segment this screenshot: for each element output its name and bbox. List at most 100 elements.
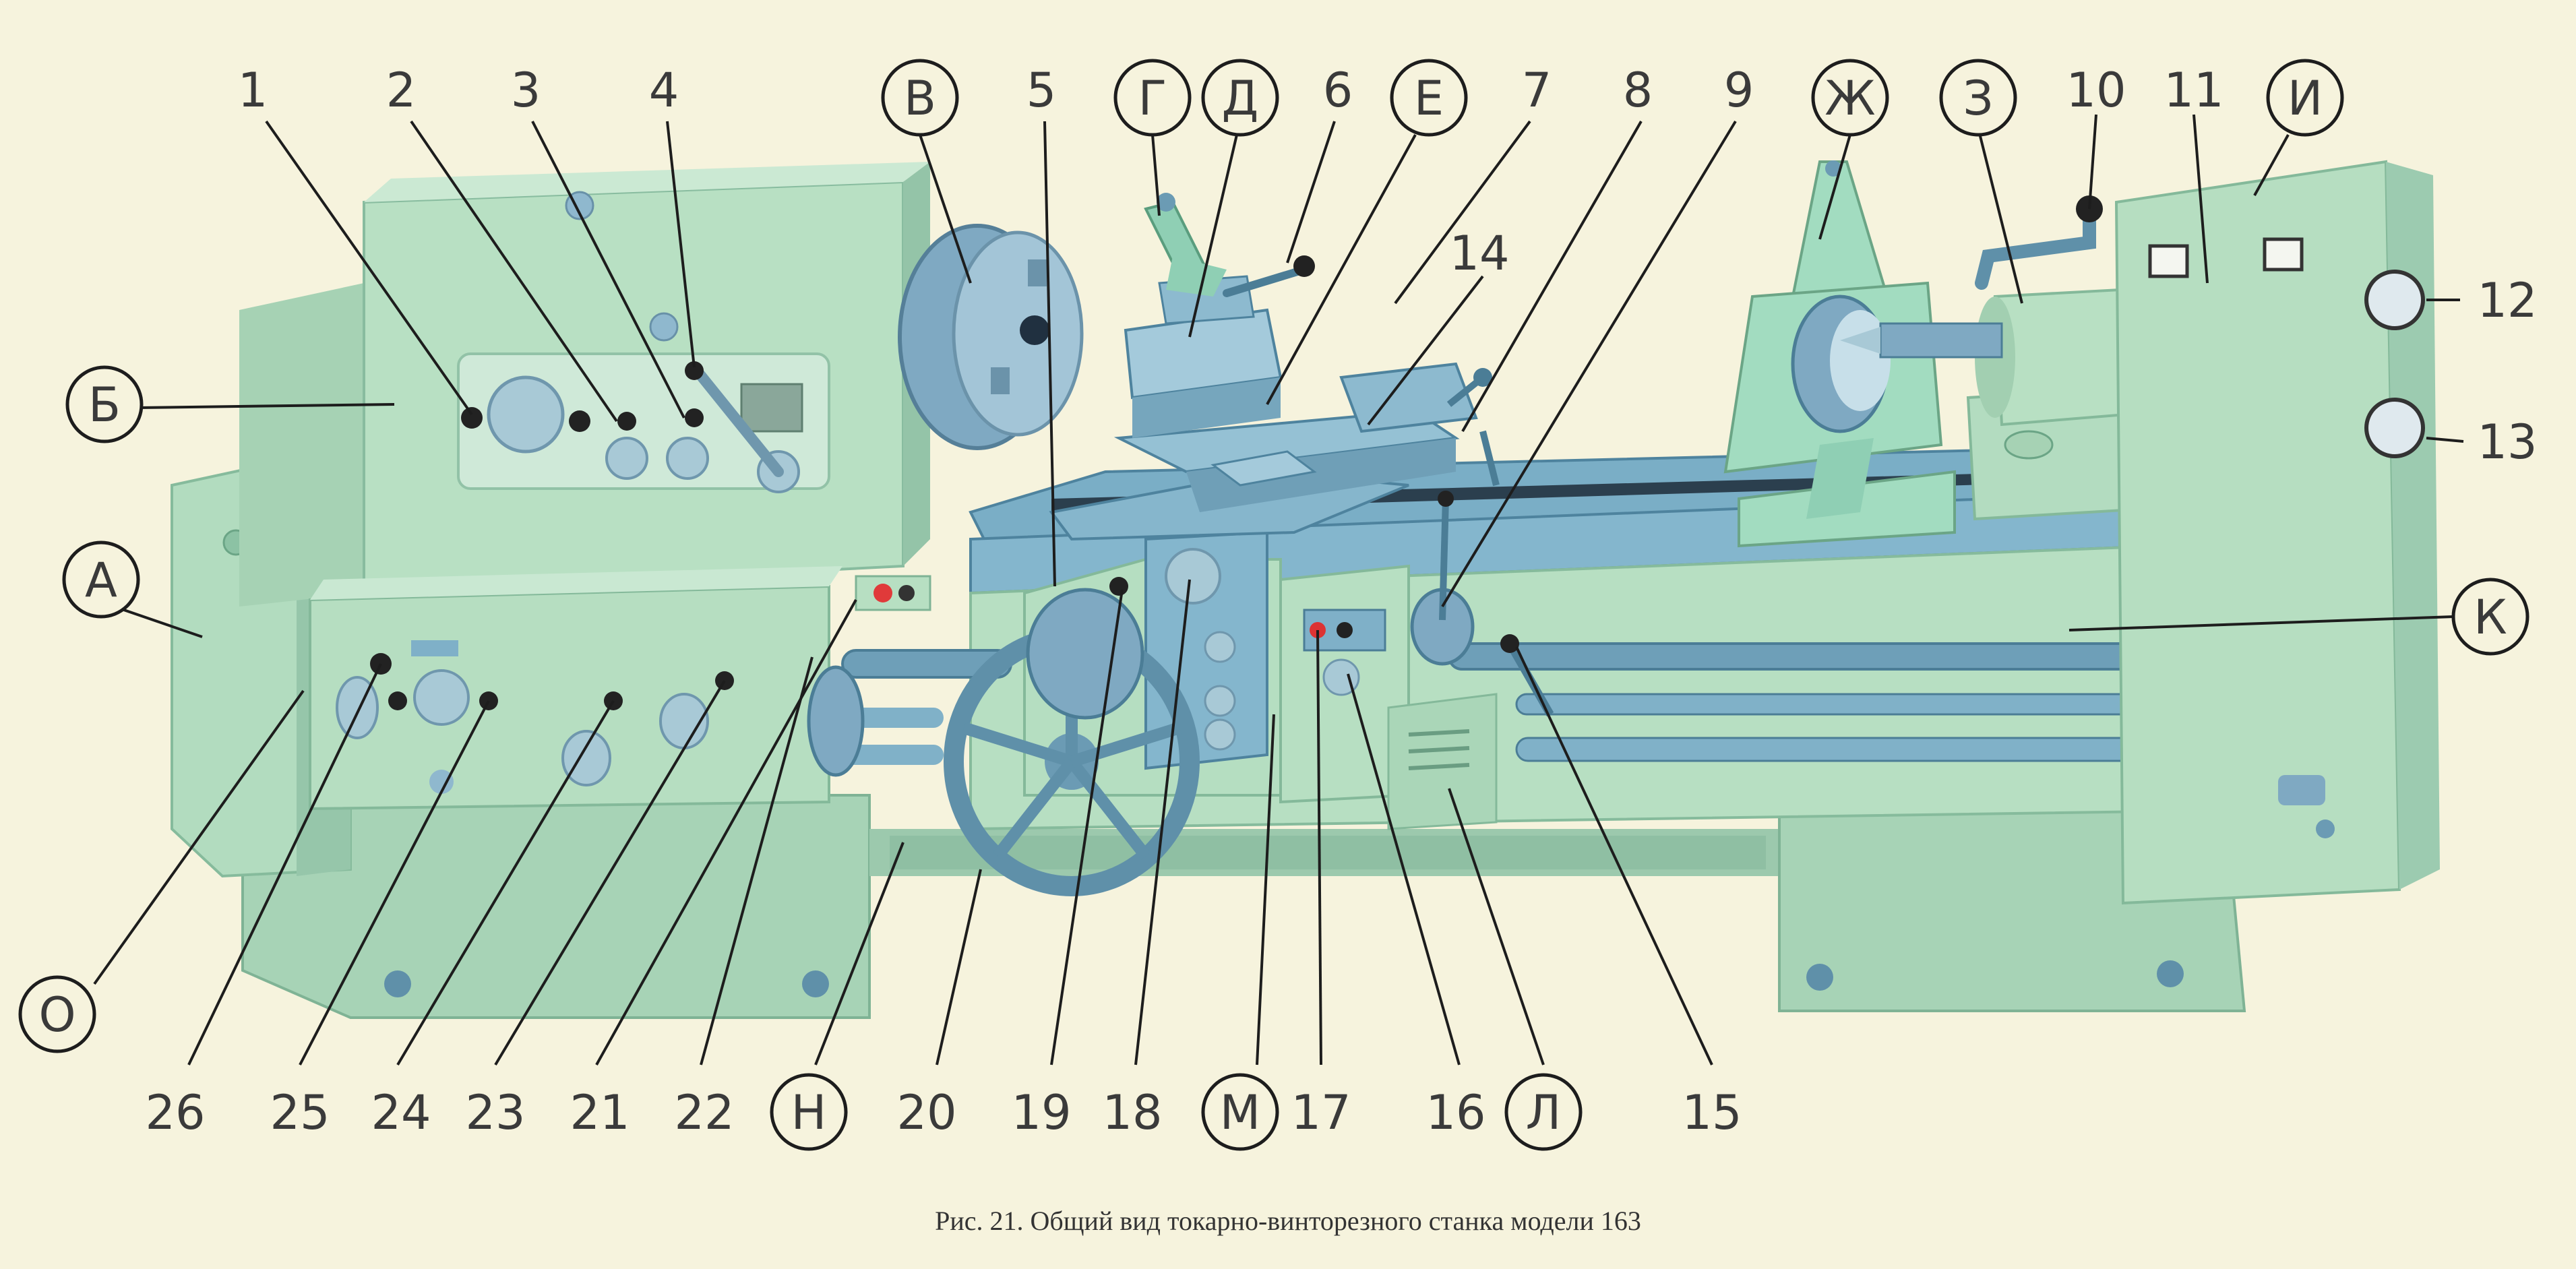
label-E: Е bbox=[1414, 71, 1444, 126]
label-V: В bbox=[904, 71, 936, 126]
circle-A bbox=[62, 540, 140, 619]
circle-B bbox=[65, 365, 144, 443]
leader-9 bbox=[1441, 120, 1737, 608]
leader-18 bbox=[1134, 579, 1191, 1065]
leader-L bbox=[1448, 788, 1545, 1065]
label-26: 26 bbox=[145, 1085, 205, 1140]
label-15: 15 bbox=[1682, 1085, 1742, 1140]
chuck bbox=[898, 224, 1084, 450]
label-5: 5 bbox=[1026, 63, 1057, 118]
label-4: 4 bbox=[649, 63, 679, 118]
leader-G bbox=[1151, 134, 1161, 216]
right-cabinet bbox=[2114, 160, 2440, 905]
headstock bbox=[239, 162, 930, 607]
circle-O bbox=[18, 975, 96, 1053]
figure-caption: Рис. 21. Общий вид токарно-винторезного … bbox=[935, 1206, 1641, 1236]
leader-3 bbox=[531, 121, 685, 419]
circle-K bbox=[2451, 578, 2529, 656]
letter-label-circles bbox=[18, 59, 2529, 1151]
leader-Zh bbox=[1818, 134, 1851, 240]
leader-7 bbox=[1394, 120, 1531, 305]
lead-screw-and-rods bbox=[807, 491, 2145, 777]
label-22: 22 bbox=[674, 1085, 734, 1140]
label-18: 18 bbox=[1102, 1085, 1162, 1140]
label-24: 24 bbox=[371, 1085, 431, 1140]
leader-8 bbox=[1461, 121, 1643, 432]
leader-2 bbox=[410, 120, 618, 423]
leader-13 bbox=[2426, 437, 2464, 443]
leader-E bbox=[1266, 134, 1417, 405]
leader-10 bbox=[2088, 114, 2097, 210]
handwheel bbox=[944, 577, 1200, 896]
circle-L bbox=[1504, 1073, 1583, 1151]
label-8: 8 bbox=[1623, 63, 1653, 118]
leader-15 bbox=[1515, 646, 1713, 1065]
label-3: 3 bbox=[511, 63, 541, 118]
leader-25 bbox=[299, 700, 490, 1065]
letter-labels: А Б В Г Д Е Ж З И К Л М Н О bbox=[38, 71, 2507, 1140]
leader-23 bbox=[494, 679, 726, 1066]
leader-O bbox=[93, 689, 305, 985]
circle-V bbox=[881, 59, 959, 137]
label-1: 1 bbox=[238, 63, 268, 118]
label-I: И bbox=[2288, 71, 2323, 126]
label-M: М bbox=[1220, 1085, 1260, 1140]
label-11: 11 bbox=[2164, 63, 2224, 118]
floor-bolts bbox=[384, 960, 2184, 997]
label-6: 6 bbox=[1323, 63, 1353, 118]
label-Z: З bbox=[1963, 71, 1994, 126]
leader-11 bbox=[2192, 114, 2209, 284]
leader-21 bbox=[595, 599, 857, 1065]
label-N: Н bbox=[791, 1085, 827, 1140]
leader-22 bbox=[700, 656, 814, 1065]
label-17: 17 bbox=[1291, 1085, 1351, 1140]
label-25: 25 bbox=[270, 1085, 330, 1140]
circle-I bbox=[2266, 59, 2344, 137]
leader-24 bbox=[396, 700, 615, 1066]
leader-I bbox=[2253, 134, 2290, 196]
label-K: К bbox=[2474, 590, 2507, 645]
leader-19 bbox=[1050, 589, 1124, 1065]
leader-B bbox=[137, 403, 395, 409]
circle-E bbox=[1390, 59, 1468, 137]
label-D: Д bbox=[1222, 71, 1259, 126]
circle-Z bbox=[1939, 59, 2017, 137]
leader-20 bbox=[936, 869, 982, 1065]
leader-V bbox=[919, 134, 972, 284]
label-20: 20 bbox=[896, 1085, 956, 1140]
leader-4 bbox=[666, 121, 696, 368]
label-12: 12 bbox=[2477, 273, 2537, 328]
label-B: Б bbox=[88, 377, 121, 433]
leader-14 bbox=[1367, 275, 1484, 426]
circle-N bbox=[770, 1073, 848, 1151]
leader-5 bbox=[1043, 121, 1056, 587]
label-7: 7 bbox=[1522, 63, 1552, 118]
leader-17 bbox=[1316, 629, 1322, 1065]
label-16: 16 bbox=[1425, 1085, 1485, 1140]
label-2: 2 bbox=[386, 63, 417, 118]
leader-N bbox=[814, 842, 904, 1065]
label-23: 23 bbox=[465, 1085, 525, 1140]
label-9: 9 bbox=[1724, 63, 1754, 118]
leader-1 bbox=[265, 120, 473, 416]
circle-Zh bbox=[1811, 59, 1889, 137]
label-10: 10 bbox=[2066, 63, 2126, 118]
circle-M bbox=[1201, 1073, 1279, 1151]
leader-M bbox=[1256, 714, 1275, 1065]
label-A: А bbox=[85, 553, 117, 608]
label-13: 13 bbox=[2477, 414, 2537, 470]
circle-D bbox=[1201, 59, 1279, 137]
numbered-labels: 1 2 3 4 5 6 7 8 9 10 11 12 13 14 15 16 1… bbox=[145, 63, 2537, 1140]
circle-G bbox=[1113, 59, 1192, 137]
feed-gearbox bbox=[309, 566, 842, 811]
leader-16 bbox=[1347, 673, 1461, 1065]
carriage-and-slides bbox=[1049, 193, 1500, 541]
label-14: 14 bbox=[1449, 226, 1509, 281]
machine-base bbox=[241, 794, 2246, 1019]
leader-26 bbox=[187, 663, 382, 1065]
leader-6 bbox=[1286, 121, 1336, 264]
label-21: 21 bbox=[570, 1085, 630, 1140]
label-G: Г bbox=[1138, 71, 1167, 126]
